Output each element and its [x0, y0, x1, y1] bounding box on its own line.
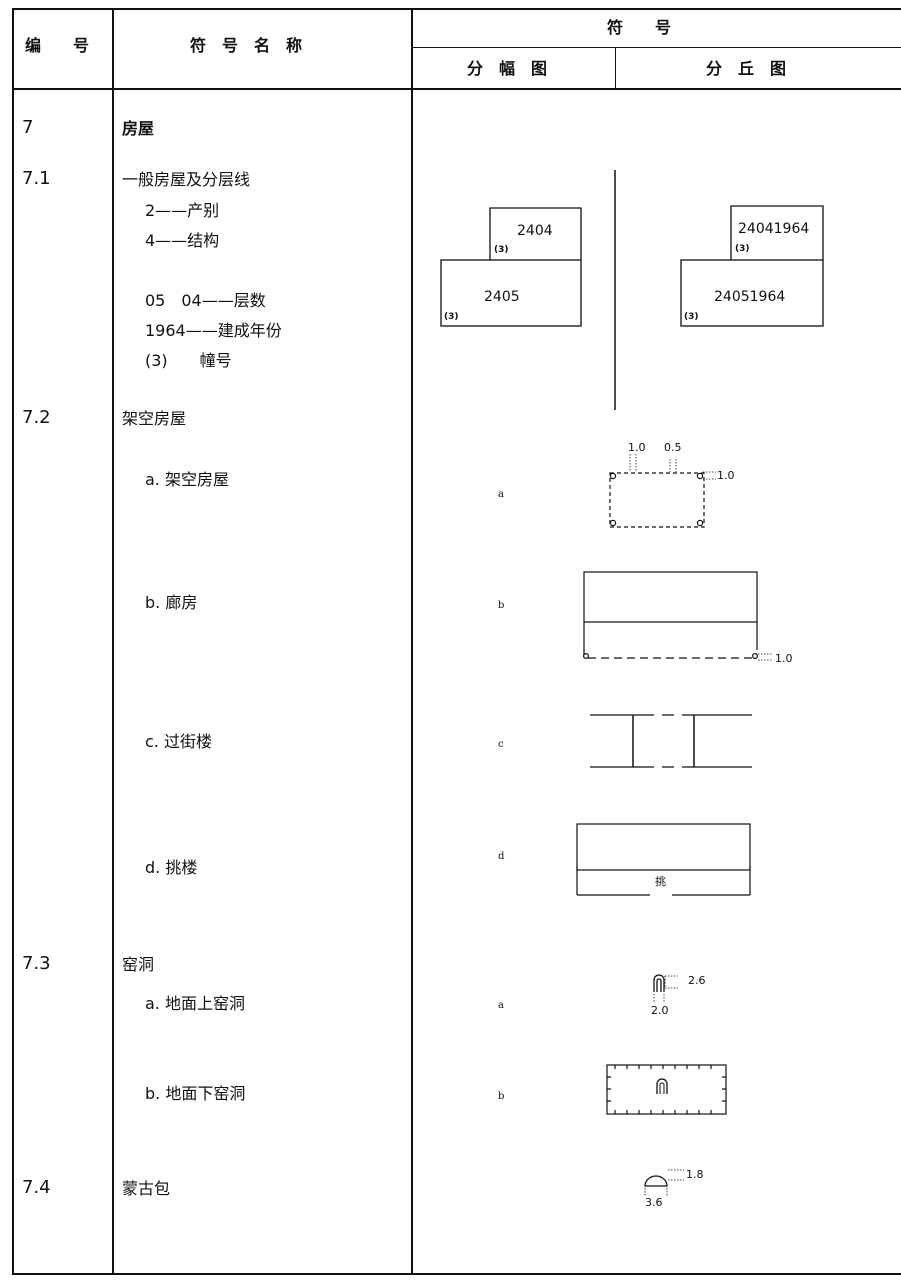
row-7-3-b: b. 地面下窑洞 — [145, 1084, 246, 1103]
row-7-3-number: 7.3 — [22, 953, 51, 974]
row-7-2-d: d. 挑楼 — [145, 858, 198, 877]
overhang-building-symbol — [576, 823, 751, 896]
table-bottom-border — [12, 1273, 901, 1275]
row-7-1-line-1: 2——产别 — [145, 201, 220, 220]
symbol-subcolumn-divider — [615, 47, 616, 89]
row-7-3-a-dim-2: 2.0 — [651, 1004, 669, 1017]
row-7-2-d-letter: d — [498, 851, 505, 862]
column-divider-2 — [411, 8, 413, 1275]
elevated-house-symbol — [609, 454, 716, 528]
hill-map-house-symbol — [680, 205, 824, 327]
row-7-3-name: 窑洞 — [122, 955, 155, 974]
sheet-lower-building-no: (3) — [444, 312, 459, 322]
row-7-2-a-dim-2: 0.5 — [664, 441, 682, 454]
hill-lower-code: 24051964 — [714, 289, 786, 305]
row-7-1-number: 7.1 — [22, 168, 51, 189]
hill-upper-code: 24041964 — [738, 221, 810, 237]
row-7-3-a-letter: a — [498, 1000, 504, 1011]
row-7-2-c: c. 过街楼 — [145, 732, 212, 751]
header-sheet-map: 分 幅 图 — [467, 59, 548, 78]
row-7-3-a: a. 地面上窑洞 — [145, 994, 245, 1013]
column-divider-1 — [112, 8, 114, 1275]
row-7-2-name: 架空房屋 — [122, 409, 187, 428]
row-7-3-b-letter: b — [498, 1091, 505, 1102]
header-bottom-border — [12, 88, 901, 90]
sheet-upper-building-no: (3) — [494, 245, 509, 255]
row-7-2-a: a. 架空房屋 — [145, 470, 229, 489]
row-7-1-line-4: 1964——建成年份 — [145, 321, 282, 340]
header-number: 编 号 — [25, 36, 90, 55]
row-7-2-a-dim-1: 1.0 — [628, 441, 646, 454]
row-7-4-name: 蒙古包 — [122, 1179, 171, 1198]
symbol-header-divider — [412, 47, 901, 48]
overhang-inner-label: 挑 — [655, 875, 666, 888]
table-top-border — [12, 8, 901, 10]
sheet-map-house-symbol — [440, 207, 582, 327]
row-7-2-b: b. 廊房 — [145, 593, 198, 612]
yurt-symbol — [644, 1169, 684, 1196]
row-7-3-a-dim-1: 2.6 — [688, 974, 706, 987]
overpass-building-symbol — [590, 714, 752, 768]
surface-cave-symbol — [653, 974, 678, 1002]
row-7-4-number: 7.4 — [22, 1177, 51, 1198]
underground-cave-symbol — [606, 1064, 727, 1115]
header-name: 符 号 名 称 — [190, 36, 303, 55]
row-7-2-b-dim: 1.0 — [775, 652, 793, 665]
table-left-border — [12, 8, 14, 1275]
row-7-1-name: 一般房屋及分层线 — [122, 170, 251, 189]
corridor-house-symbol — [582, 571, 772, 661]
row-7-2-a-dim-3: 1.0 — [717, 469, 735, 482]
hill-upper-building-no: (3) — [735, 244, 750, 254]
row-7-1-line-5: (3) 幢号 — [145, 351, 232, 370]
row-7-name: 房屋 — [122, 119, 155, 138]
header-symbol: 符 号 — [607, 18, 672, 37]
row-7-2-number: 7.2 — [22, 407, 51, 428]
row-7-1-line-2: 4——结构 — [145, 231, 220, 250]
hill-lower-building-no: (3) — [684, 312, 699, 322]
row-7-2-a-letter: a — [498, 489, 504, 500]
row-7-4-dim-2: 3.6 — [645, 1196, 663, 1209]
row-7-2-b-letter: b — [498, 600, 505, 611]
sheet-lower-code: 2405 — [484, 289, 520, 305]
row-7-4-dim-1: 1.8 — [686, 1168, 704, 1181]
row-7-2-c-letter: c — [498, 739, 504, 750]
sheet-upper-code: 2404 — [517, 223, 553, 239]
row-7-number: 7 — [22, 117, 34, 138]
header-hill-map: 分 丘 图 — [706, 59, 787, 78]
row-7-1-line-3: 05 04——层数 — [145, 291, 266, 310]
